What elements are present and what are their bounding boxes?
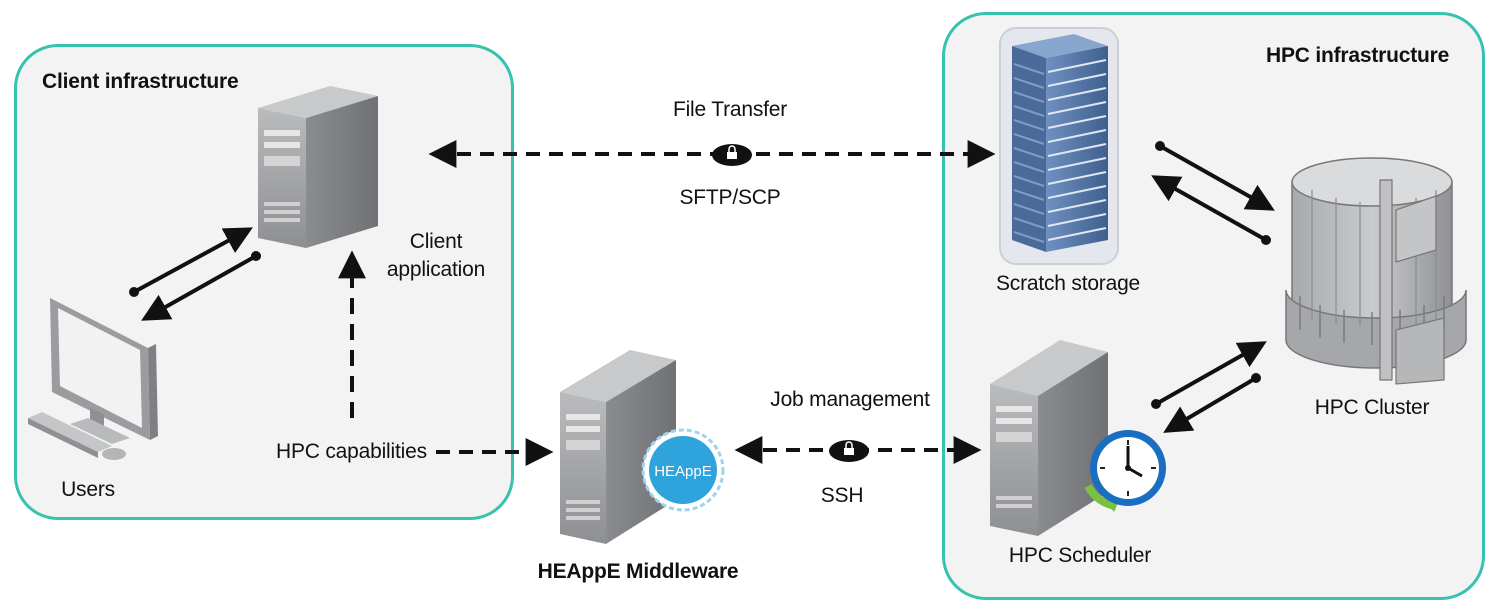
- users-label: Users: [61, 478, 115, 501]
- scheduler-cluster-arrows: [1151, 341, 1267, 433]
- rack-unit-line: [1047, 171, 1107, 185]
- scratch-storage-rack-icon: [999, 27, 1119, 265]
- heappe-logo-badge: HEAppE: [641, 428, 725, 512]
- rack-unit-side-line: [1013, 91, 1045, 103]
- rack-unit-side-line: [1013, 189, 1045, 201]
- storage-cluster-arrows: [1151, 141, 1275, 245]
- rack-unit-side-line: [1013, 105, 1045, 117]
- scratch-storage-label: Scratch storage: [995, 272, 1141, 295]
- users-client-arrows: [129, 227, 261, 321]
- ssh-protocol-label: SSH: [820, 484, 864, 507]
- hpc-capabilities-label: HPC capabilities: [276, 440, 427, 463]
- user-computer-icon: [28, 298, 158, 460]
- heappe-middleware-label: HEAppE Middleware: [537, 560, 739, 583]
- rack-unit-line: [1047, 115, 1107, 129]
- rack-unit-line: [1047, 227, 1107, 241]
- rack-unit-line: [1047, 101, 1107, 115]
- client-infrastructure-title: Client infrastructure: [42, 70, 239, 93]
- rack-unit-side-line: [1013, 203, 1045, 215]
- hpc-capabilities-connector: [338, 250, 554, 466]
- hpc-scheduler-label: HPC Scheduler: [1008, 544, 1152, 567]
- rack-unit-line: [1047, 59, 1107, 73]
- rack-unit-side-line: [1013, 231, 1045, 243]
- rack-unit-line: [1047, 157, 1107, 171]
- job-management-lock-icon: [829, 440, 869, 462]
- rack-unit-line: [1047, 129, 1107, 143]
- heappe-badge-label: HEAppE: [654, 463, 712, 480]
- hpc-cluster-label: HPC Cluster: [1314, 396, 1430, 419]
- rack-unit-line: [1047, 73, 1107, 87]
- client-application-label-line1: Client: [409, 230, 463, 253]
- rack-unit-side-line: [1013, 63, 1045, 75]
- file-transfer-protocol-label: SFTP/SCP: [679, 186, 781, 209]
- rack-unit-line: [1047, 143, 1107, 157]
- rack-unit-side-line: [1013, 119, 1045, 131]
- clock-icon: [1084, 430, 1166, 512]
- file-transfer-lock-icon: [712, 144, 752, 166]
- hpc-infrastructure-title: HPC infrastructure: [1266, 44, 1450, 67]
- rack-unit-side-line: [1013, 175, 1045, 187]
- rack-unit-side-line: [1013, 217, 1045, 229]
- hpc-scheduler-server-icon: [990, 340, 1108, 536]
- client-application-server-icon: [258, 86, 378, 248]
- job-management-label: Job management: [770, 388, 930, 411]
- rack-unit-line: [1047, 199, 1107, 213]
- rack-unit-side-line: [1013, 77, 1045, 89]
- rack-unit-line: [1047, 185, 1107, 199]
- client-application-label-line2: application: [386, 258, 486, 281]
- rack-unit-side-line: [1013, 133, 1045, 145]
- rack-unit-side-line: [1013, 147, 1045, 159]
- rack-unit-side-line: [1013, 161, 1045, 173]
- file-transfer-label: File Transfer: [672, 98, 788, 121]
- rack-unit-line: [1047, 213, 1107, 227]
- hpc-cluster-icon: [1285, 157, 1467, 385]
- rack-unit-line: [1047, 87, 1107, 101]
- client-application-label: Client application: [387, 228, 485, 284]
